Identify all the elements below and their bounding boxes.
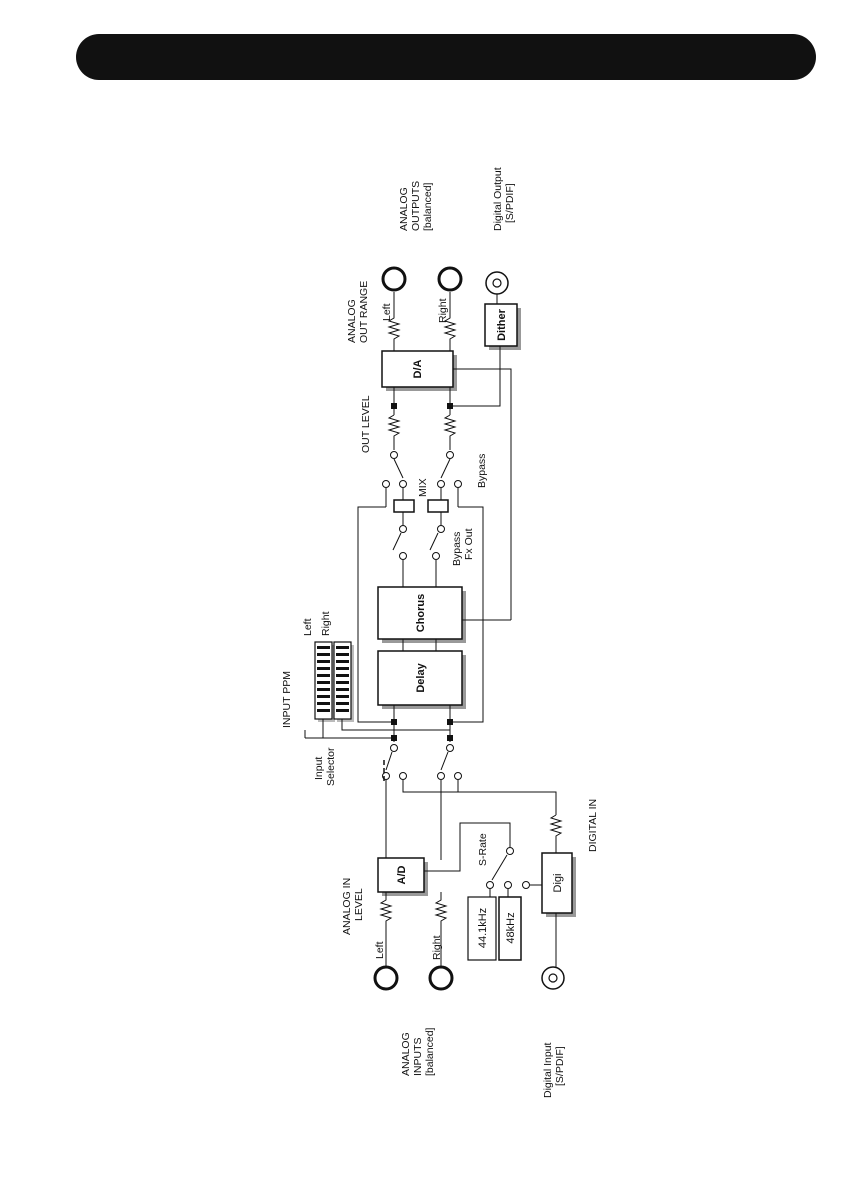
out-left-label: Left bbox=[381, 303, 393, 321]
da-label: D/A bbox=[412, 359, 424, 378]
svg-text:OUT RANGE: OUT RANGE bbox=[358, 281, 370, 343]
input-ppm-label: INPUT PPM bbox=[281, 671, 293, 728]
svg-text:ANALOG: ANALOG bbox=[346, 299, 358, 343]
svg-text:OUTPUTS: OUTPUTS bbox=[410, 181, 422, 231]
svg-text:Bypass: Bypass bbox=[451, 532, 463, 566]
mix-right-box bbox=[428, 500, 448, 512]
delay-label: Delay bbox=[415, 662, 427, 692]
ad-label: A/D bbox=[396, 865, 408, 884]
out-level-right-resistor bbox=[445, 415, 455, 450]
digi-label: Digi bbox=[552, 874, 564, 893]
input-selector-label: Input Selector bbox=[313, 747, 337, 786]
analog-input-right-jack bbox=[430, 967, 452, 989]
svg-text:Selector: Selector bbox=[325, 747, 337, 786]
analog-inputs-label: ANALOG INPUTS [balanced] bbox=[400, 1027, 436, 1076]
digital-in-label: DIGITAL IN bbox=[587, 799, 599, 852]
svg-text:Digital Input: Digital Input bbox=[542, 1042, 554, 1098]
svg-text:INPUTS: INPUTS bbox=[412, 1037, 424, 1076]
svg-text:[S/PDIF]: [S/PDIF] bbox=[554, 1046, 566, 1086]
svg-text:[balanced]: [balanced] bbox=[422, 182, 434, 231]
mix-left-box bbox=[394, 500, 414, 512]
rate-48k-label: 48kHz bbox=[505, 912, 517, 943]
analog-in-level-label: ANALOG IN LEVEL bbox=[341, 878, 365, 935]
analog-outputs-label: ANALOG OUTPUTS [balanced] bbox=[398, 181, 434, 231]
analog-input-left-jack bbox=[375, 967, 397, 989]
bypass-label: Bypass bbox=[476, 454, 488, 488]
analog-out-range-label: ANALOG OUT RANGE bbox=[346, 281, 370, 343]
svg-text:Fx Out: Fx Out bbox=[463, 528, 475, 560]
svg-text:[balanced]: [balanced] bbox=[424, 1027, 436, 1076]
ppm-left-label: Left bbox=[302, 618, 314, 636]
chorus-label: Chorus bbox=[415, 594, 427, 633]
dither-label: Dither bbox=[496, 308, 508, 341]
analog-output-left-jack bbox=[383, 268, 405, 290]
out-level-left-resistor bbox=[389, 415, 399, 450]
svg-text:[S/PDIF]: [S/PDIF] bbox=[504, 183, 516, 223]
svg-text:ANALOG: ANALOG bbox=[400, 1032, 412, 1076]
out-level-label: OUT LEVEL bbox=[360, 395, 372, 453]
svg-text:Input: Input bbox=[313, 757, 325, 780]
ppm-right-label: Right bbox=[320, 611, 332, 636]
digital-input-jack bbox=[542, 967, 564, 989]
analog-output-right-jack bbox=[439, 268, 461, 290]
in-right-label: Right bbox=[431, 935, 443, 960]
svg-text:ANALOG: ANALOG bbox=[398, 187, 410, 231]
digital-output-label: Digital Output [S/PDIF] bbox=[492, 167, 516, 231]
bypass-fx-out-label: Bypass Fx Out bbox=[451, 528, 475, 566]
digital-input-label: Digital Input [S/PDIF] bbox=[542, 1042, 566, 1098]
s-rate-label: S-Rate bbox=[477, 833, 489, 866]
in-left-label: Left bbox=[374, 941, 386, 959]
digital-output-jack bbox=[486, 272, 508, 294]
svg-text:Digital Output: Digital Output bbox=[492, 167, 504, 231]
rate-44k-label: 44.1kHz bbox=[477, 908, 489, 948]
digital-in-resistor bbox=[551, 815, 561, 853]
svg-text:ANALOG IN: ANALOG IN bbox=[341, 878, 353, 935]
mix-label: MIX bbox=[417, 478, 429, 497]
out-right-label: Right bbox=[437, 298, 449, 323]
svg-text:LEVEL: LEVEL bbox=[353, 888, 365, 921]
